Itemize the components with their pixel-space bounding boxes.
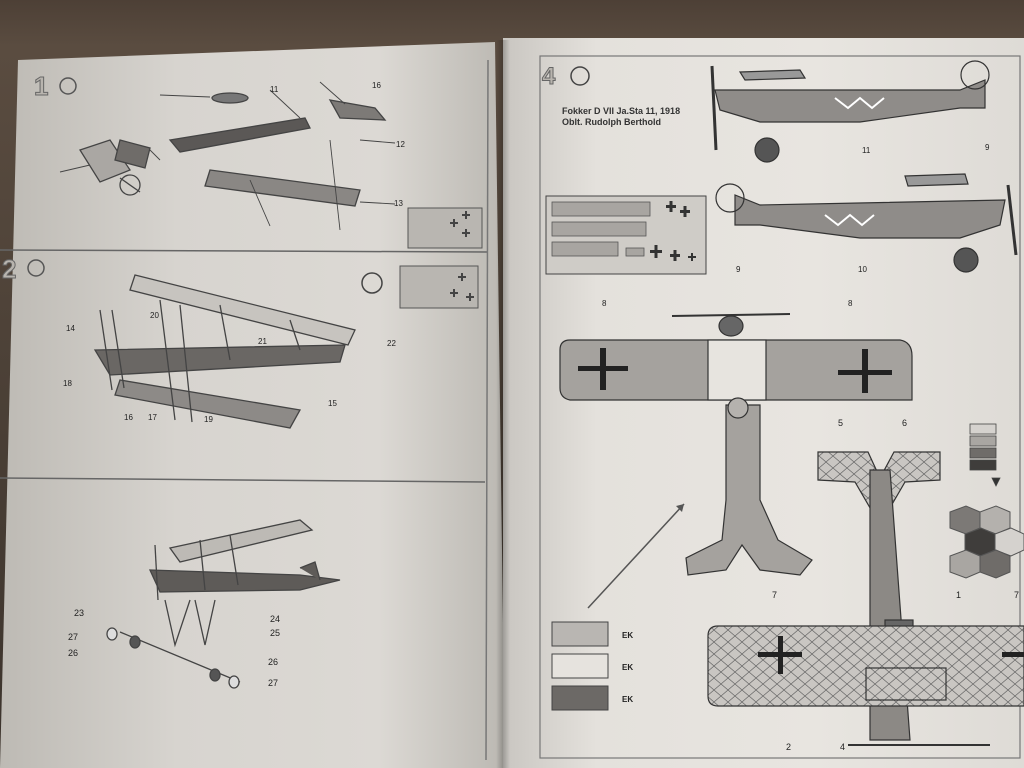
step3-biplane <box>106 519 341 689</box>
callout: 20 <box>150 311 159 320</box>
tool-icon <box>59 77 77 95</box>
decal-crosses <box>650 201 696 261</box>
callout: 2 <box>786 742 791 752</box>
caption-line-2: Oblt. Rudolph Berthold <box>562 117 661 127</box>
callout: 27 <box>68 632 78 642</box>
paint-swatches <box>551 621 609 711</box>
callout: 11 <box>270 85 279 94</box>
color-legend <box>949 423 1024 579</box>
booklet-spine-shadow <box>496 40 510 768</box>
direction-arrow <box>587 503 685 609</box>
callout: 22 <box>387 339 396 348</box>
page-border <box>485 59 489 761</box>
callout: 26 <box>268 657 278 667</box>
callout: 12 <box>396 140 405 149</box>
divider-line <box>0 249 489 253</box>
caption-line-1: Fokker D VII Ja.Sta 11, 1918 <box>562 106 681 116</box>
plan-bottom-callouts: 5 6 7 1 7 2 4 <box>772 418 1019 752</box>
decal-sheet-thumbnail <box>399 265 479 309</box>
callout: 16 <box>124 413 133 422</box>
swatch-label: EK <box>622 663 633 672</box>
profile-view-lower <box>715 173 1018 273</box>
callout: 8 <box>602 299 607 308</box>
callout: 21 <box>258 337 267 346</box>
callout: 5 <box>838 418 843 428</box>
step2-biplane-assembly <box>93 274 356 429</box>
tool-icon <box>361 272 383 294</box>
decal-sheet-thumbnail <box>407 207 483 249</box>
callout: 9 <box>985 143 990 152</box>
callout: 7 <box>772 590 777 600</box>
callout: 13 <box>394 199 403 208</box>
step1-exploded-aircraft <box>79 92 387 207</box>
profile-lower-callouts: 9 10 <box>736 265 867 274</box>
callout: 24 <box>270 614 280 624</box>
swatch-label: EK <box>622 695 633 704</box>
step-number-4: 4 <box>542 63 556 90</box>
aircraft-caption: Fokker D VII Ja.Sta 11, 1918 Oblt. Rudol… <box>562 106 712 128</box>
step-number-2: 2 <box>2 254 16 284</box>
decal-crosses <box>450 273 474 301</box>
callout: 4 <box>840 742 845 752</box>
page-frame <box>539 55 1021 759</box>
plan-view-bottom <box>707 451 1024 746</box>
step1-callouts: 16 11 12 13 <box>270 81 405 208</box>
callout: 23 <box>74 608 84 618</box>
callout: 6 <box>902 418 907 428</box>
callout: 25 <box>270 628 280 638</box>
callout: 19 <box>204 415 213 424</box>
tool-icon <box>570 66 590 86</box>
callout: 15 <box>328 399 337 408</box>
divider-line <box>0 477 486 483</box>
tool-icon <box>27 259 45 277</box>
swatch-labels: EK EK EK <box>622 631 633 704</box>
step2-callouts: 14 20 21 22 18 16 17 19 15 <box>63 311 396 424</box>
decal-crosses <box>450 211 470 237</box>
callout: 18 <box>63 379 72 388</box>
callout: 27 <box>268 678 278 688</box>
callout: 8 <box>848 299 853 308</box>
decal-strips <box>551 201 651 257</box>
callout: 14 <box>66 324 75 333</box>
callout: 26 <box>68 648 78 658</box>
callout: 17 <box>148 413 157 422</box>
callout: 9 <box>736 265 741 274</box>
callout: 1 <box>956 590 961 600</box>
profile-view-upper <box>710 60 990 163</box>
callout: 7 <box>1014 590 1019 600</box>
arrow-head <box>676 504 684 512</box>
callout: 11 <box>862 146 871 155</box>
step-number-1: 1 <box>34 71 48 101</box>
step1-leader-lines <box>59 81 396 231</box>
swatch-label: EK <box>622 631 633 640</box>
callout: 10 <box>858 265 867 274</box>
plan-top-callouts: 8 8 <box>602 299 853 308</box>
callout: 16 <box>372 81 381 90</box>
plan-view-top <box>559 313 913 576</box>
step3-callouts: 23 24 25 27 26 26 27 <box>68 608 280 688</box>
profile-upper-callouts: 11 9 <box>862 143 990 155</box>
